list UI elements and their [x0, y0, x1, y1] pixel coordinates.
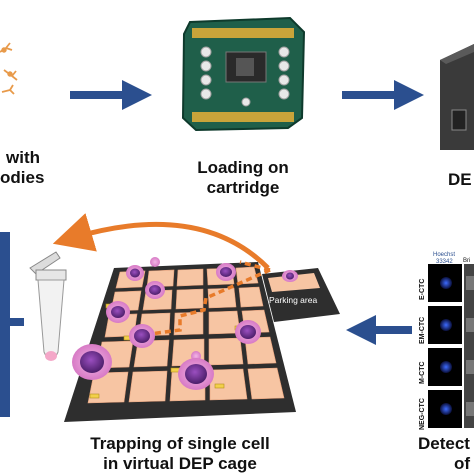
caption-loading: Loading on cartridge [188, 158, 298, 198]
cell [235, 320, 261, 344]
caption-line: in virtual DEP cage [103, 454, 257, 473]
dep-instrument-image [440, 44, 474, 150]
parking-area-label: Parking area [269, 295, 317, 305]
caption-line: odies [0, 168, 45, 187]
cell [106, 301, 130, 323]
panel-col-header-2: Bri [463, 258, 470, 264]
cell [282, 270, 298, 282]
caption-trapping: Trapping of single cell in virtual DEP c… [80, 434, 280, 474]
arrow-left [346, 315, 412, 345]
caption-line: Trapping of single cell [90, 434, 270, 453]
caption-detection: Detect of [418, 434, 474, 474]
panel-row-label: M-CTC [419, 361, 426, 384]
panel-row-label: E-CTC [419, 279, 426, 300]
caption-line: of [454, 454, 471, 473]
cartridge-image [181, 16, 306, 132]
caption-line: with [6, 148, 40, 167]
panel-row-label: EM-CTC [419, 317, 426, 344]
caption-with: with odies [0, 148, 45, 188]
caption-line: Loading on [197, 158, 289, 177]
panel-row-label: NEG-CTC [419, 398, 426, 430]
dep-cage-grid [64, 262, 296, 422]
caption-line: Detect [418, 434, 470, 453]
arrow-right-1 [70, 80, 152, 110]
left-bracket [0, 232, 24, 417]
caption-line: cartridge [206, 178, 280, 197]
cells [72, 257, 298, 390]
cell [72, 344, 112, 380]
parking-area: Parking area [262, 268, 340, 322]
cell [216, 263, 236, 281]
cell [150, 257, 160, 267]
cell [126, 265, 144, 281]
arrow-right-2 [342, 80, 424, 110]
caption-line: DE [448, 170, 472, 189]
cell [178, 358, 214, 390]
caption-de: DE [448, 170, 474, 190]
cell-movement-paths [149, 260, 271, 336]
cell [145, 281, 165, 299]
antibody-icons [0, 42, 18, 95]
cell [129, 324, 155, 348]
curved-arrow-return [52, 213, 270, 270]
tube-image [29, 251, 67, 361]
